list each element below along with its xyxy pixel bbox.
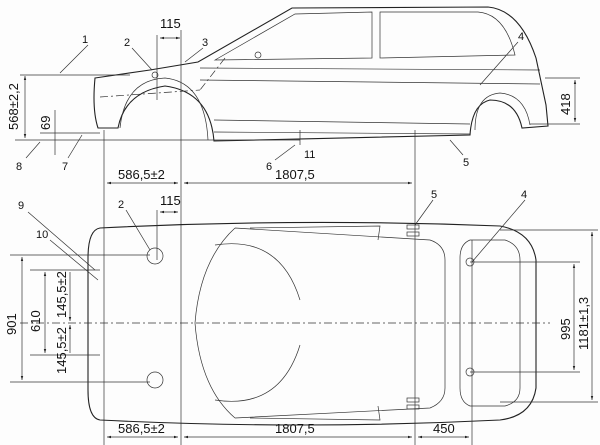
callout-5-top: 5 bbox=[431, 189, 437, 201]
callout-9: 9 bbox=[18, 200, 24, 212]
top-view-labels: 115 2 4 5 9 10 901 610 145,5±2 145,5±2 9… bbox=[4, 189, 591, 436]
callout-6: 6 bbox=[266, 161, 272, 173]
dim-586-side: 586,5±2 bbox=[118, 167, 165, 182]
side-view-dimension-lines bbox=[15, 30, 580, 445]
callout-7: 7 bbox=[62, 161, 68, 173]
callout-11: 11 bbox=[304, 149, 315, 161]
dim-586-top: 586,5±2 bbox=[118, 421, 165, 436]
mount-point-icon bbox=[151, 71, 159, 79]
dim-115-top: 115 bbox=[160, 193, 181, 208]
dim-610: 610 bbox=[28, 310, 43, 332]
side-view-body bbox=[93, 6, 549, 142]
front-mount-icon bbox=[146, 247, 164, 265]
dim-1807-top: 1807,5 bbox=[275, 421, 315, 436]
dim-69: 69 bbox=[38, 116, 53, 130]
dim-568: 568±2,2 bbox=[6, 83, 21, 130]
callout-8: 8 bbox=[16, 161, 22, 173]
mount-point-icon bbox=[254, 51, 262, 59]
callout-4: 4 bbox=[518, 31, 524, 43]
top-view-body bbox=[20, 221, 550, 426]
dim-995: 995 bbox=[558, 318, 573, 340]
callout-5: 5 bbox=[463, 157, 469, 169]
side-view-labels: 115 1 2 3 4 5 6 7 8 11 568±2,2 69 418 58… bbox=[6, 16, 573, 182]
callout-4-top: 4 bbox=[521, 189, 527, 201]
dim-1181: 1181±1,3 bbox=[576, 297, 591, 350]
dim-145-lower: 145,5±2 bbox=[54, 327, 69, 374]
dim-418: 418 bbox=[558, 93, 573, 115]
dim-145-upper: 145,5±2 bbox=[54, 271, 69, 318]
callout-3: 3 bbox=[202, 37, 208, 49]
callout-2: 2 bbox=[124, 37, 130, 49]
dim-450: 450 bbox=[433, 421, 455, 436]
callout-1: 1 bbox=[82, 34, 88, 46]
callout-10: 10 bbox=[36, 229, 48, 241]
dim-901: 901 bbox=[4, 313, 19, 335]
dim-115-side: 115 bbox=[160, 16, 181, 31]
front-mount-icon bbox=[146, 371, 164, 389]
dim-1807-side: 1807,5 bbox=[275, 167, 315, 182]
callout-2-top: 2 bbox=[118, 199, 124, 211]
top-view-dimension-lines bbox=[10, 199, 598, 445]
